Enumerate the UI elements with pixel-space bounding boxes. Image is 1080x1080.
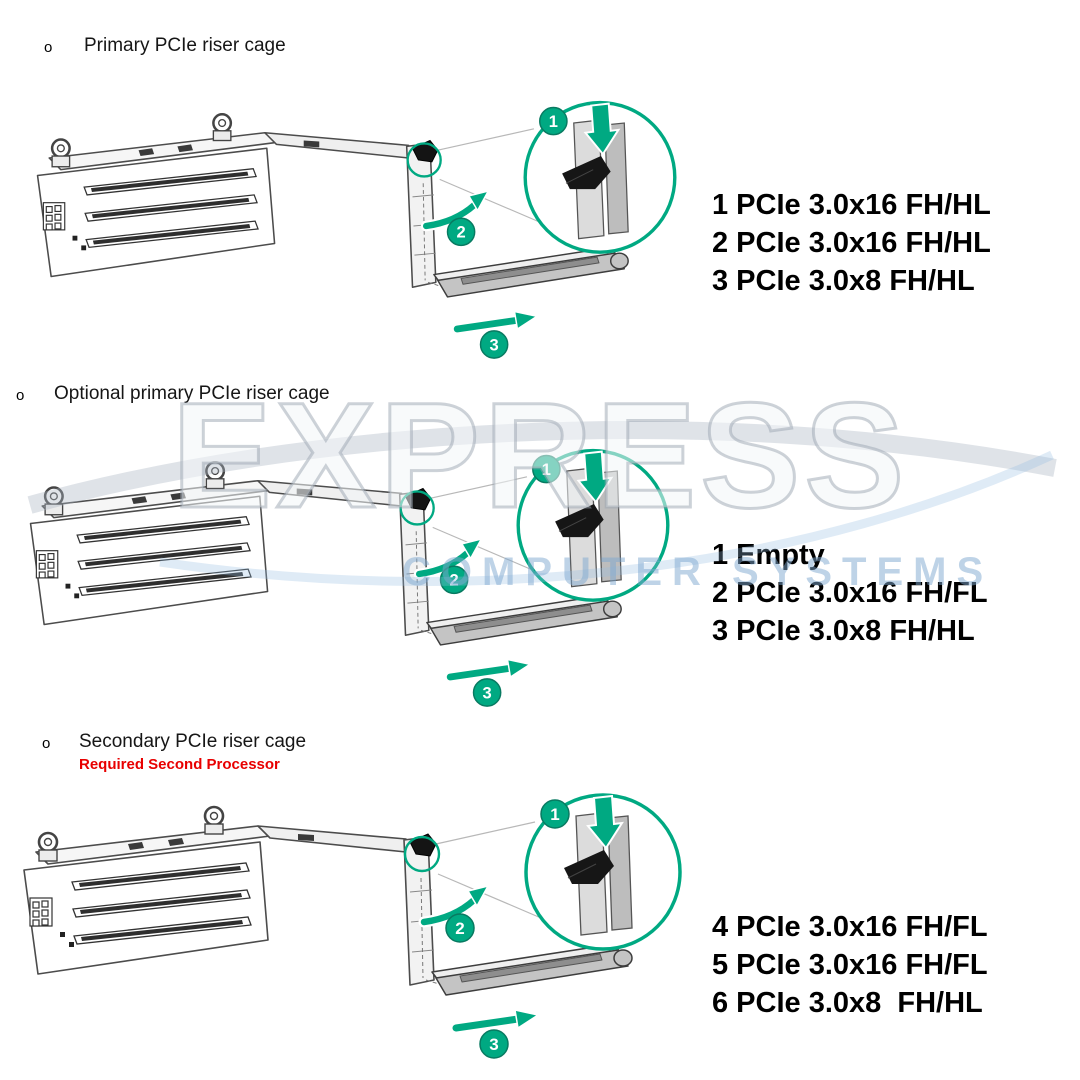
press-down-arrow — [576, 450, 614, 504]
magnifier-inset — [524, 793, 682, 951]
secondary-riser-diagram: 2 3 1 — [8, 782, 708, 1080]
step3-arrow — [451, 310, 539, 335]
callout-2: 2 — [439, 565, 469, 595]
callout-2: 2 — [445, 913, 475, 943]
callout-1-number: 1 — [549, 113, 558, 131]
pcie-slot-connectors — [76, 516, 252, 597]
secondary-slot-specs: 4 PCIe 3.0x16 FH/FL 5 PCIe 3.0x16 FH/FL … — [712, 908, 988, 1022]
magnifier-cone-line — [430, 476, 528, 499]
callout-1: 1 — [539, 106, 568, 136]
pcie-slot-connectors — [83, 168, 259, 249]
thumbscrews — [37, 805, 225, 862]
riser-cage — [29, 479, 430, 636]
callout-2-number: 2 — [456, 224, 465, 242]
board-chips — [72, 235, 87, 251]
pcie-slot — [72, 889, 251, 918]
callout-2-number: 2 — [455, 919, 464, 938]
pcie-slot — [76, 516, 250, 544]
step2-arrow — [418, 884, 490, 928]
slot-spec: 1 Empty — [712, 539, 825, 571]
rail-details — [128, 834, 314, 850]
magnifier-cone-line — [437, 873, 542, 919]
magnifier-cone-line — [432, 526, 533, 571]
magnifier-inset — [523, 100, 677, 254]
pcie-slot — [73, 916, 252, 945]
pcie-slot — [83, 168, 257, 196]
pcie-slot — [78, 568, 252, 597]
callout-3-number: 3 — [489, 1035, 498, 1054]
step2-arrow — [420, 189, 490, 232]
callout-3-number: 3 — [483, 684, 492, 702]
slot-spec: 3 PCIe 3.0x8 FH/HL — [712, 265, 975, 297]
press-down-arrow — [583, 102, 621, 156]
slot-spec: 3 PCIe 3.0x8 FH/HL — [712, 615, 975, 647]
pcie-slot-connectors — [71, 862, 252, 945]
step3-arrow — [450, 1009, 540, 1034]
slot-blank — [433, 246, 629, 298]
callout-1: 1 — [540, 799, 570, 829]
power-connector — [35, 550, 59, 579]
retention-latch — [399, 487, 435, 629]
step2-arrow — [413, 537, 483, 580]
slot-spec: 1 PCIe 3.0x16 FH/HL — [712, 189, 991, 221]
section-title-optional-primary: Optional primary PCIe riser cage — [54, 383, 330, 404]
callout-3: 3 — [472, 678, 502, 707]
riser-cage — [23, 825, 435, 986]
power-connector — [42, 202, 66, 231]
slot-blank — [426, 594, 622, 646]
pcie-slot — [85, 220, 259, 249]
riser-cage — [36, 131, 437, 288]
section-subtitle-required-processor: Required Second Processor — [79, 756, 280, 773]
magnifier-cone-line — [435, 821, 536, 845]
slot-spec: 5 PCIe 3.0x16 FH/FL — [712, 949, 988, 981]
callout-1-number: 1 — [542, 461, 551, 479]
callout-2: 2 — [446, 217, 476, 247]
bullet-optional-primary: o — [16, 387, 25, 404]
callout-3: 3 — [479, 330, 509, 359]
rail-details — [138, 140, 320, 157]
primary-slot-specs: 1 PCIe 3.0x16 FH/HL 2 PCIe 3.0x16 FH/HL … — [712, 186, 991, 300]
power-connector — [29, 897, 53, 927]
slot-blank — [431, 943, 633, 996]
slot-spec: 6 PCIe 3.0x8 FH/HL — [712, 987, 983, 1019]
riser-cage-svg: 2 3 1 — [29, 448, 670, 707]
callout-3-number: 3 — [490, 336, 499, 354]
board-chips — [65, 583, 80, 599]
rail-details — [131, 488, 313, 505]
slot-spec: 2 PCIe 3.0x16 FH/HL — [712, 227, 991, 259]
slot-spec: 4 PCIe 3.0x16 FH/FL — [712, 911, 988, 943]
retention-latch — [406, 139, 442, 281]
primary-riser-diagram: 2 3 1 — [22, 90, 702, 391]
bullet-secondary: o — [42, 735, 51, 752]
board-chips — [60, 932, 74, 947]
pcie-slot — [71, 862, 250, 891]
pcie-slot — [84, 194, 258, 222]
callout-2-number: 2 — [449, 572, 458, 590]
thumbscrews — [43, 461, 226, 516]
pcie-slot — [77, 542, 251, 570]
riser-cage-svg: 2 3 1 — [36, 100, 677, 359]
magnifier-cone-line — [437, 128, 535, 151]
callout-1: 1 — [532, 454, 561, 484]
optional-primary-riser-diagram: 2 3 1 — [15, 438, 695, 739]
magnifier-inset — [516, 448, 670, 602]
bullet-primary: o — [44, 39, 53, 56]
step3-arrow — [444, 658, 532, 683]
section-title-primary: Primary PCIe riser cage — [84, 35, 286, 56]
callout-1-number: 1 — [550, 805, 559, 824]
riser-cage-svg: 2 3 1 — [23, 793, 682, 1059]
press-down-arrow — [586, 794, 624, 850]
slot-spec: 2 PCIe 3.0x16 FH/FL — [712, 577, 988, 609]
optional-primary-slot-specs: 1 Empty 2 PCIe 3.0x16 FH/FL 3 PCIe 3.0x8… — [712, 536, 988, 650]
section-title-secondary: Secondary PCIe riser cage — [79, 731, 307, 752]
callout-3: 3 — [479, 1029, 509, 1059]
thumbscrews — [50, 113, 233, 168]
magnifier-cone-line — [439, 178, 540, 223]
